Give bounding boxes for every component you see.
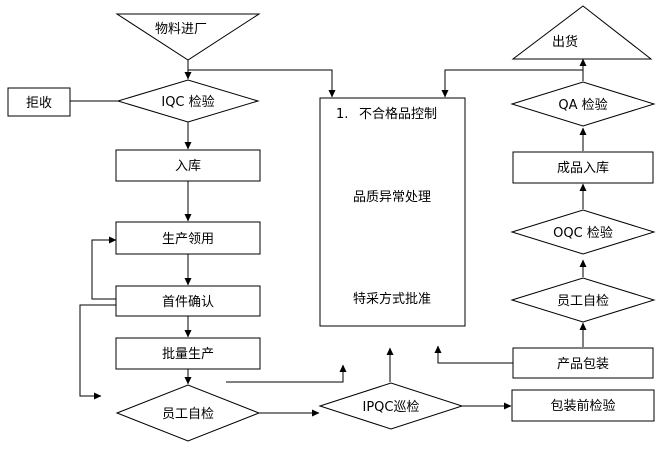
node-self-check-left: 员工自检 [115, 384, 261, 442]
node-self-check-right: 员工自检 [510, 277, 656, 323]
node-self-check-right-label: 员工自检 [557, 294, 609, 309]
arrow-qa-to-center [441, 69, 583, 98]
arrow-pack-to-center [434, 345, 513, 364]
node-first-article: 首件确认 [115, 285, 261, 317]
node-iqc-label: IQC 检验 [161, 94, 214, 110]
node-production-pick-label: 生产领用 [162, 232, 214, 247]
node-mass-production: 批量生产 [115, 337, 261, 370]
node-ship-label: 出货 [552, 34, 578, 50]
loop-first-to-selfcheck [79, 304, 118, 400]
node-oqc: OQC 检验 [510, 209, 656, 255]
node-production-pick: 生产领用 [115, 221, 261, 255]
node-material-in-label: 物料进厂 [155, 22, 207, 37]
node-product-pack-label: 产品包装 [557, 357, 609, 372]
node-self-check-left-label: 员工自检 [162, 407, 214, 422]
node-finished-in-label: 成品入库 [557, 160, 609, 176]
arrow-top-to-center [188, 69, 336, 98]
node-pre-pack-check-label: 包装前检验 [550, 398, 615, 414]
loop-first-to-pick [91, 236, 118, 300]
node-warehouse-in: 入库 [115, 149, 261, 182]
node-ship: 出货 [511, 5, 653, 60]
node-finished-in: 成品入库 [512, 151, 654, 184]
node-warehouse-in-label: 入库 [175, 158, 201, 174]
center-box-line2: 品质异常处理 [353, 190, 431, 205]
node-oqc-label: OQC 检验 [553, 225, 613, 241]
center-box: 1. 不合格品控制 品质异常处理 特采方式批准 [319, 97, 466, 327]
node-ipqc: IPQC巡检 [318, 382, 464, 430]
node-reject-label: 拒收 [26, 96, 52, 111]
node-mass-production-label: 批量生产 [162, 347, 214, 362]
center-box-line1: 不合格品控制 [359, 106, 437, 122]
node-qa-label: QA 检验 [558, 97, 607, 113]
node-material-in: 物料进厂 [115, 13, 261, 61]
node-first-article-label: 首件确认 [162, 295, 214, 310]
node-reject: 拒收 [7, 87, 71, 117]
node-pre-pack-check: 包装前检验 [511, 389, 655, 422]
node-qa: QA 检验 [510, 81, 656, 127]
connectors [70, 50, 587, 417]
center-box-line3: 特采方式批准 [353, 291, 431, 307]
node-ipqc-label: IPQC巡检 [363, 400, 420, 415]
node-iqc: IQC 检验 [116, 79, 260, 123]
node-product-pack: 产品包装 [512, 347, 654, 379]
arrow-mass-to-center [226, 364, 347, 383]
center-box-item-number: 1. [336, 107, 348, 122]
